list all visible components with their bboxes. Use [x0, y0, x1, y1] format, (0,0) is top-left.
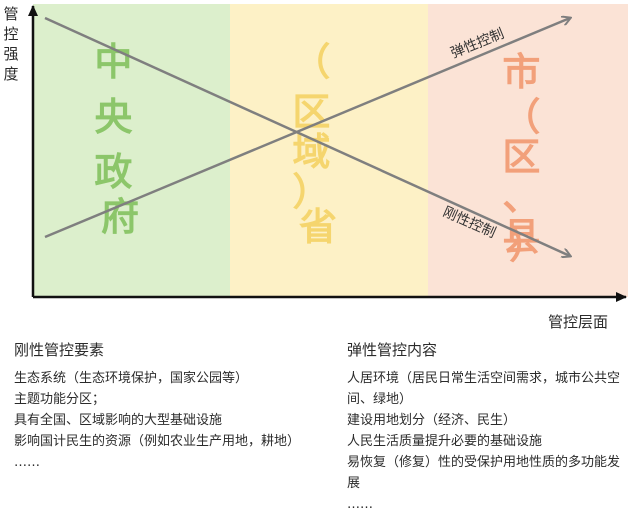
rigid-item: 主题功能分区； — [14, 392, 106, 407]
x-axis-label: 管控层面 — [548, 313, 609, 331]
elastic-content-title: 弹性管控内容 — [347, 341, 438, 359]
rigid-item: 影响国计民生的资源（例如农业生产用地，耕地） — [14, 434, 301, 449]
elastic-item: 建设用地划分（经济、民生） — [347, 413, 517, 428]
zone-province — [230, 4, 428, 297]
control-diagram: 中 央 政 府 （ 区 域 ） 省 市 （ 区 、 县 ） 弹性控制 刚性控制 — [28, 4, 628, 302]
zone-label-province: （ 区 域 ） 省 — [292, 40, 343, 249]
zone-label-city: 市 （ 区 、 县 ） — [502, 50, 553, 267]
rigid-item: 具有全国、区域影响的大型基础设施 — [14, 413, 223, 428]
rigid-control-line — [44, 16, 570, 256]
zone-city — [428, 4, 628, 297]
zone-central-government — [33, 4, 230, 297]
y-axis-label: 管控强度 — [3, 5, 19, 83]
elastic-item: 人民生活质量提升必要的基础设施 — [347, 434, 543, 449]
elastic-control-line — [44, 18, 570, 239]
elastic-content-block: 弹性管控内容 人居环境（居民日常生活空间需求，城市公共空间、绿地） 建设用地划分… — [347, 339, 632, 515]
zone-label-central: 中 央 政 府 — [94, 40, 145, 239]
rigid-item: 生态系统（生态环境保护，国家公园等） — [14, 371, 249, 386]
elastic-item: 人居环境（居民日常生活空间需求，城市公共空间、绿地） — [347, 371, 621, 407]
rigid-elements-title: 刚性管控要素 — [14, 341, 105, 359]
elastic-item: 易恢复（修复）性的受保护用地性质的多功能发展 — [347, 455, 621, 491]
rigid-elements-block: 刚性管控要素 生态系统（生态环境保护，国家公园等） 主题功能分区； 具有全国、区… — [14, 339, 314, 473]
elastic-item: …… — [347, 497, 373, 512]
rigid-item: …… — [14, 455, 40, 470]
